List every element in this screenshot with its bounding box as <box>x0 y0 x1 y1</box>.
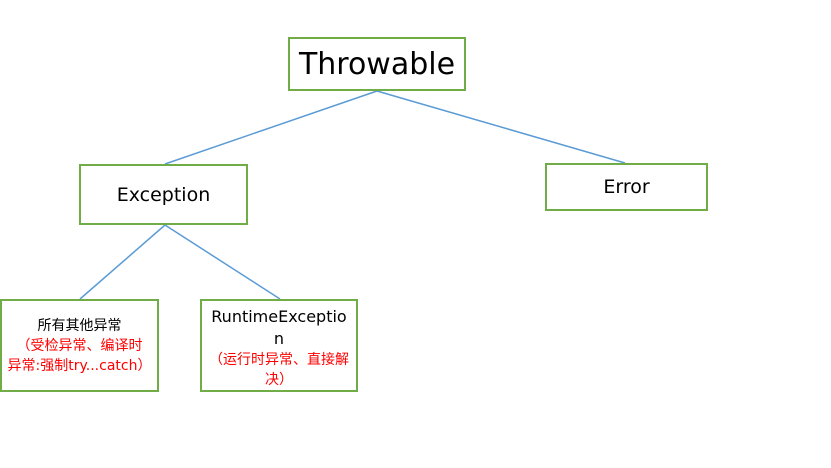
node-runtime-note: （运行时异常、直接解决） <box>209 352 349 388</box>
connector-throwable-error <box>376 90 626 164</box>
node-checked-label: 所有其他异常 <box>37 317 122 334</box>
node-checked-note-line1: （受检异常、编译时 <box>16 337 143 354</box>
connector-throwable-exception <box>164 90 378 165</box>
node-throwable-label: Throwable <box>298 46 456 82</box>
connector-exception-checked <box>79 224 166 300</box>
node-error-label: Error <box>603 176 650 198</box>
node-runtime-label: RuntimeException <box>211 307 347 348</box>
connector-exception-runtime <box>164 224 281 300</box>
node-runtime-exception: RuntimeException （运行时异常、直接解决） <box>200 299 358 392</box>
node-checked-note-line2: 异常:强制try...catch） <box>7 357 152 374</box>
node-throwable: Throwable <box>288 37 466 91</box>
node-exception: Exception <box>79 164 248 225</box>
node-error: Error <box>545 163 708 211</box>
node-checked-exceptions: 所有其他异常 （受检异常、编译时 异常:强制try...catch） <box>0 299 159 392</box>
node-exception-label: Exception <box>116 183 211 206</box>
